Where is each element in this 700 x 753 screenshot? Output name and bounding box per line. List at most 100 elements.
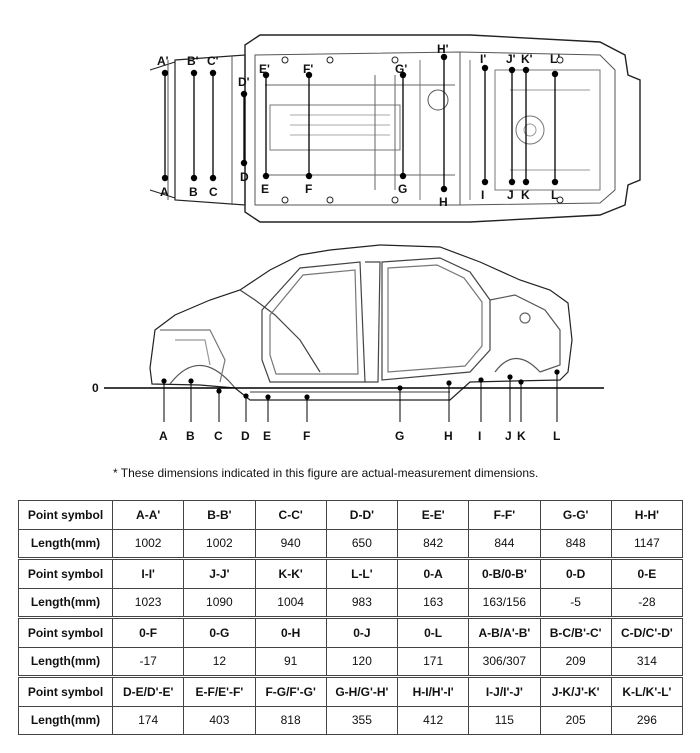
top-view-measure-points	[161, 53, 559, 193]
length-cell: 163/156	[468, 587, 541, 618]
top-view-upper-labels: A' B' C' D' E' F' G' H' I' J' K' L'	[157, 42, 560, 89]
point-symbol-cell: J-K/J'-K'	[539, 675, 612, 707]
point-symbol-label: Point symbol	[18, 616, 113, 648]
label-l: L	[551, 188, 558, 202]
point-symbol-cell: H-H'	[610, 500, 684, 530]
point-symbol-cell: F-F'	[468, 500, 541, 530]
label-f: F	[305, 182, 312, 196]
length-label: Length(mm)	[18, 705, 113, 735]
zero-baseline: 0	[92, 381, 604, 395]
length-cell: 12	[183, 646, 256, 677]
length-cell: 650	[325, 528, 399, 559]
length-cell: 983	[325, 587, 399, 618]
label-j: J	[507, 188, 514, 202]
label-e: E	[261, 182, 269, 196]
point-symbol-cell: D-D'	[325, 500, 399, 530]
point-symbol-cell: I-J/I'-J'	[468, 675, 541, 707]
length-cell: 848	[539, 528, 612, 559]
length-cell: 412	[396, 705, 470, 735]
measurement-note: * These dimensions indicated in this fig…	[113, 466, 539, 480]
side-label-h: H	[444, 429, 453, 443]
label-e-prime: E'	[259, 62, 270, 76]
point-symbol-cell: 0-D	[539, 557, 612, 589]
side-view-drop-lines	[163, 372, 558, 422]
side-label-b: B	[186, 429, 195, 443]
label-d: D	[240, 170, 249, 184]
point-symbol-cell: L-L'	[325, 557, 399, 589]
side-view-bottom-labels: A B C D E F G H I J K L	[159, 429, 560, 443]
side-label-f: F	[303, 429, 310, 443]
point-symbol-cell: E-E'	[396, 500, 470, 530]
length-cell: 844	[468, 528, 541, 559]
point-symbol-cell: F-G/F'-G'	[254, 675, 327, 707]
label-l-prime: L'	[550, 52, 560, 66]
point-symbol-cell: K-K'	[254, 557, 327, 589]
point-symbol-cell: 0-G	[183, 616, 256, 648]
underbody-top-view	[149, 34, 641, 223]
label-b: B	[189, 185, 198, 199]
point-symbol-cell: I-I'	[111, 557, 185, 589]
side-label-e: E	[263, 429, 271, 443]
label-g-prime: G'	[395, 62, 407, 76]
length-cell: 174	[111, 705, 185, 735]
point-symbol-label: Point symbol	[18, 675, 113, 707]
point-symbol-cell: B-C/B'-C'	[539, 616, 612, 648]
label-d-prime: D'	[238, 75, 250, 89]
point-symbol-cell: G-H/G'-H'	[325, 675, 399, 707]
label-g: G	[398, 182, 407, 196]
point-symbol-cell: C-D/C'-D'	[610, 616, 684, 648]
length-cell: 296	[610, 705, 684, 735]
length-cell: -17	[111, 646, 185, 677]
point-symbol-cell: 0-L	[396, 616, 470, 648]
label-h: H	[439, 195, 448, 209]
label-i-prime: I'	[480, 52, 486, 66]
label-k-prime: K'	[521, 52, 533, 66]
side-label-j: J	[505, 429, 512, 443]
length-cell: 314	[610, 646, 684, 677]
top-view-lower-labels: A B C D E F G H I J K L	[160, 170, 558, 209]
length-cell: 205	[539, 705, 612, 735]
length-label: Length(mm)	[18, 646, 113, 677]
length-cell: 1147	[610, 528, 684, 559]
length-cell: 1004	[254, 587, 327, 618]
length-cell: 842	[396, 528, 470, 559]
point-symbol-cell: D-E/D'-E'	[111, 675, 185, 707]
length-cell: 355	[325, 705, 399, 735]
point-symbol-cell: 0-J	[325, 616, 399, 648]
label-c-prime: C'	[207, 54, 219, 68]
label-a: A	[160, 185, 169, 199]
point-symbol-cell: 0-B/0-B'	[468, 557, 541, 589]
point-symbol-cell: B-B'	[183, 500, 256, 530]
point-symbol-cell: 0-A	[396, 557, 470, 589]
point-symbol-cell: 0-F	[111, 616, 185, 648]
point-symbol-cell: 0-H	[254, 616, 327, 648]
length-cell: 1023	[111, 587, 185, 618]
point-symbol-cell: C-C'	[254, 500, 327, 530]
length-cell: -5	[539, 587, 612, 618]
side-label-c: C	[214, 429, 223, 443]
length-cell: 818	[254, 705, 327, 735]
point-symbol-cell: J-J'	[183, 557, 256, 589]
length-cell: 940	[254, 528, 327, 559]
length-label: Length(mm)	[18, 528, 113, 559]
label-k: K	[521, 188, 530, 202]
length-cell: 1002	[183, 528, 256, 559]
top-view-measure-lines	[164, 57, 556, 189]
length-cell: 403	[183, 705, 256, 735]
point-symbol-cell: K-L/K'-L'	[610, 675, 684, 707]
side-label-l: L	[553, 429, 560, 443]
length-cell: 1002	[111, 528, 185, 559]
length-cell: 91	[254, 646, 327, 677]
side-label-g: G	[395, 429, 404, 443]
length-cell: 163	[396, 587, 470, 618]
side-label-k: K	[517, 429, 526, 443]
length-cell: 120	[325, 646, 399, 677]
